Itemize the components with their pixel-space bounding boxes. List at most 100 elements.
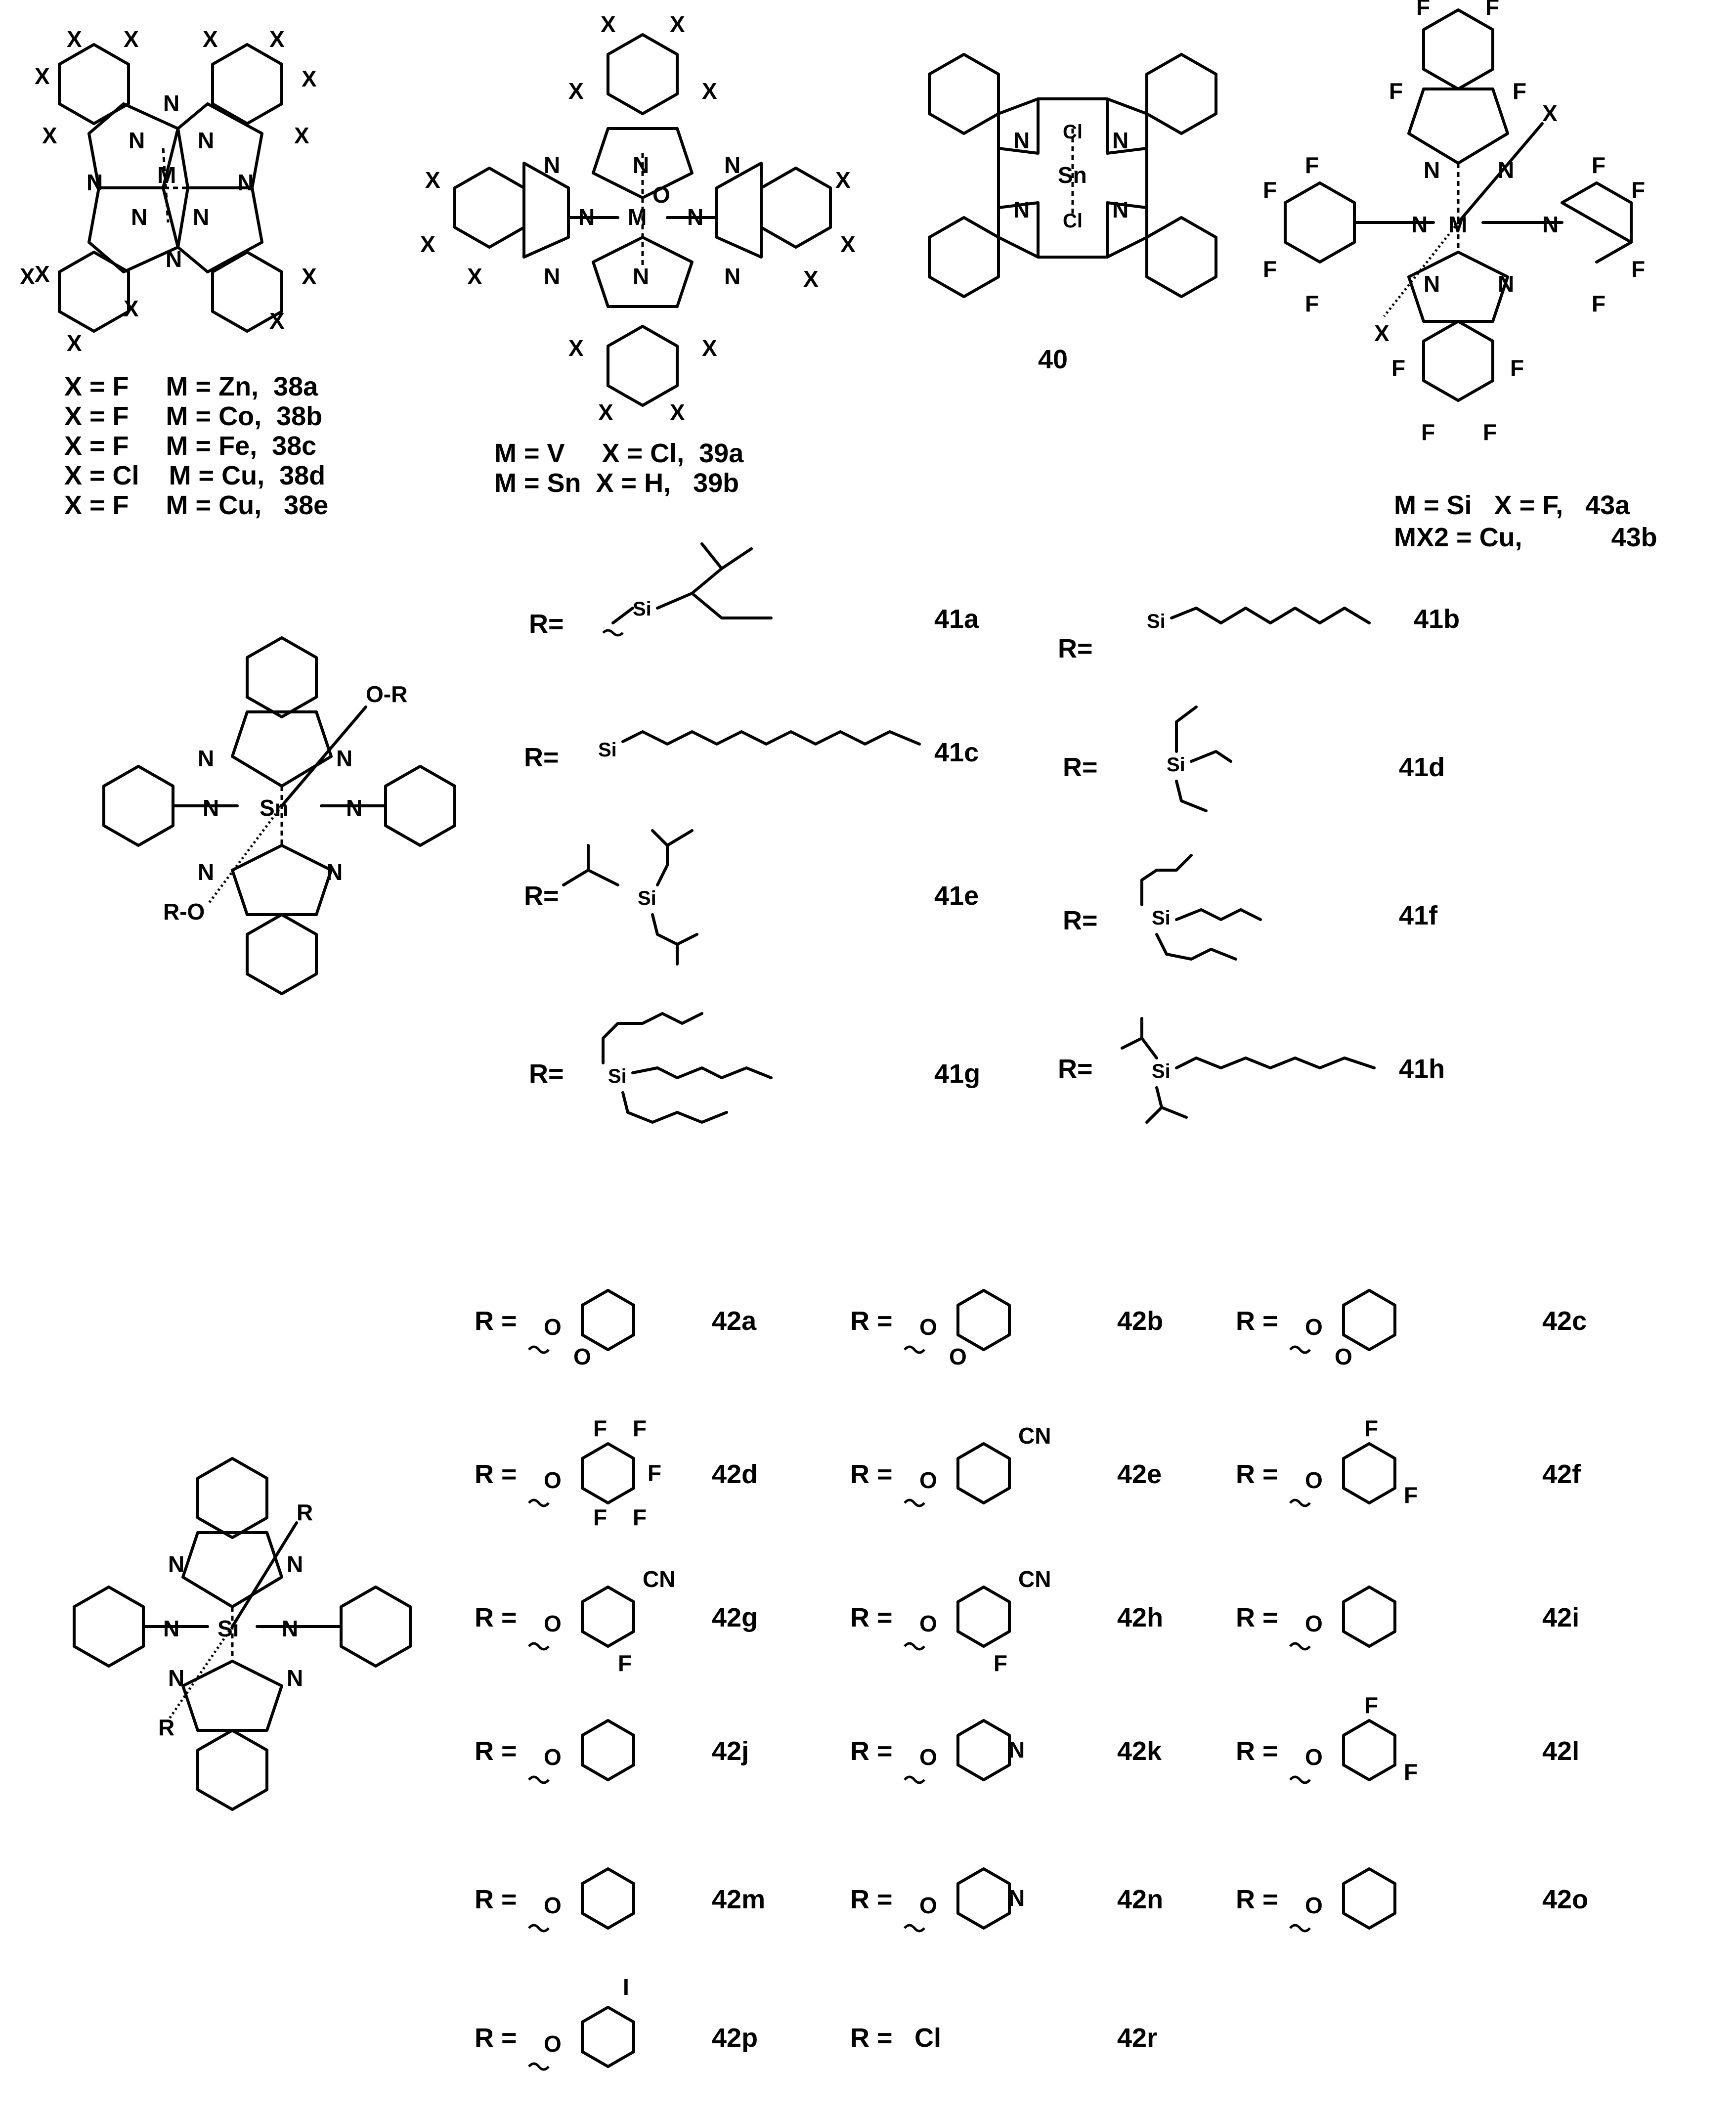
s43-n-3: N — [1411, 212, 1428, 237]
s38-line-5: X = F M = Cu, 38e — [64, 490, 328, 520]
s42-n-3: N — [163, 1616, 179, 1641]
s40-label: 40 — [1038, 345, 1068, 374]
s41e-code: 41e — [934, 881, 979, 911]
s42-n-5: N — [168, 1665, 184, 1691]
attachment-42e — [904, 1498, 925, 1507]
code-42i: 42i — [1542, 1603, 1579, 1632]
s39-n-2: N — [633, 152, 649, 178]
s41-n-2: N — [336, 746, 352, 771]
s38-line-1: X = F M = Zn, 38a — [64, 372, 318, 401]
code-42b: 42b — [1117, 1306, 1163, 1336]
cn-42e: CN — [1018, 1423, 1051, 1449]
code-42n: 42n — [1117, 1885, 1163, 1914]
r-prefix-42f: R = — [1236, 1459, 1278, 1489]
r-prefix-42n: R = — [850, 1885, 893, 1914]
s43-f-8: F — [1305, 291, 1319, 316]
s40-n-3: N — [1013, 197, 1030, 222]
s39-n-8: N — [724, 264, 740, 289]
r-prefix-42c: R = — [1236, 1306, 1278, 1336]
o-42i: O — [1305, 1611, 1323, 1636]
attachment-42l — [1289, 1775, 1311, 1784]
f2-42l: F — [1404, 1759, 1418, 1785]
s43-f-3: F — [1389, 78, 1403, 104]
s41h-si: Si — [1152, 1060, 1171, 1082]
s43-f-4: F — [1513, 78, 1526, 104]
s41f-code: 41f — [1399, 901, 1438, 930]
s41e-si: Si — [638, 887, 656, 909]
structure-41-rgroups: R= Si 41a R= Si 41b R= Si 41c R= Si 41d … — [524, 542, 1460, 1124]
s39-x-8: X — [835, 167, 851, 193]
cl-42r: Cl — [914, 2023, 941, 2053]
n-42n: N — [1008, 1885, 1025, 1911]
s39-metal: M — [628, 204, 647, 230]
s39-x-13: X — [598, 399, 613, 425]
f4-42d: F — [633, 1504, 647, 1530]
f3-42d: F — [648, 1460, 661, 1486]
s43-f-12: F — [1592, 291, 1606, 316]
s41h-rprefix: R= — [1058, 1054, 1093, 1084]
s38-x-14: X — [269, 308, 285, 334]
s41-n-4: N — [346, 795, 362, 821]
o-carbonyl-42b: O — [949, 1344, 967, 1369]
s41d-si: Si — [1167, 754, 1185, 776]
attachment-42b — [904, 1345, 925, 1354]
o-42h: O — [919, 1611, 937, 1636]
s39-x-5: X — [425, 167, 440, 193]
o-42e: O — [919, 1467, 937, 1493]
code-42j: 42j — [712, 1736, 749, 1766]
r-prefix-42g: R = — [475, 1603, 517, 1632]
attachment-42f — [1289, 1498, 1311, 1507]
code-42e: 42e — [1117, 1459, 1162, 1489]
structure-41-core: N N N N N N Sn O-R R-O — [102, 636, 456, 995]
o-42p: O — [544, 2031, 562, 2057]
s39-x-11: X — [568, 335, 584, 361]
s39-n-6: N — [544, 264, 560, 289]
code-42g: 42g — [712, 1603, 758, 1632]
s39-n-5: N — [687, 204, 703, 230]
s38-n-tl: N — [129, 128, 145, 153]
cn-42h: CN — [1018, 1566, 1051, 1592]
s38-x-7: X — [302, 66, 317, 91]
s39-x-12: X — [702, 335, 717, 361]
o-42a: O — [544, 1314, 562, 1340]
s38-x-12: X — [124, 296, 139, 321]
s38-n-right: N — [237, 170, 254, 195]
s42-n-6: N — [287, 1665, 303, 1691]
s39-x-4: X — [702, 78, 717, 104]
r-prefix-42j: R = — [475, 1736, 517, 1766]
s39-line-2: M = Sn X = H, 39b — [494, 468, 739, 498]
s39-x-7: X — [467, 264, 482, 289]
s41-n-5: N — [198, 859, 214, 885]
f-42g: F — [618, 1650, 632, 1676]
r-prefix-42e: R = — [850, 1459, 893, 1489]
ring-42o — [1342, 1867, 1396, 1930]
s41-n-6: N — [326, 859, 343, 885]
s41c-si: Si — [598, 739, 617, 761]
code-42o: 42o — [1542, 1885, 1588, 1914]
r-prefix-42h: R = — [850, 1603, 893, 1632]
s38-x-5: X — [203, 26, 218, 52]
s38-n-bottom: N — [166, 246, 182, 272]
s39-n-1: N — [544, 152, 560, 178]
s41c-rprefix: R= — [524, 743, 559, 772]
o-42o: O — [1305, 1893, 1323, 1918]
s40-cl-top: Cl — [1063, 121, 1083, 143]
attachment-42k — [904, 1775, 925, 1784]
s43-f-10: F — [1631, 256, 1645, 282]
code-42c: 42c — [1542, 1306, 1587, 1336]
s41f-rprefix: R= — [1063, 906, 1098, 935]
s39-oxo: O — [652, 182, 670, 208]
n-42k: N — [1008, 1737, 1025, 1762]
s41d-code: 41d — [1399, 752, 1445, 782]
s43-n-4: N — [1542, 212, 1559, 237]
f1-42d: F — [593, 1415, 607, 1441]
attachment-42d — [528, 1498, 550, 1507]
attachment-42h — [904, 1642, 925, 1651]
s38-x-6: X — [269, 26, 285, 52]
o-42f: O — [1305, 1467, 1323, 1493]
ring-42m — [581, 1867, 635, 1930]
s43-axial-bottom: X — [1374, 320, 1389, 346]
cn-42g: CN — [643, 1566, 675, 1592]
attachment-42c — [1289, 1345, 1311, 1354]
